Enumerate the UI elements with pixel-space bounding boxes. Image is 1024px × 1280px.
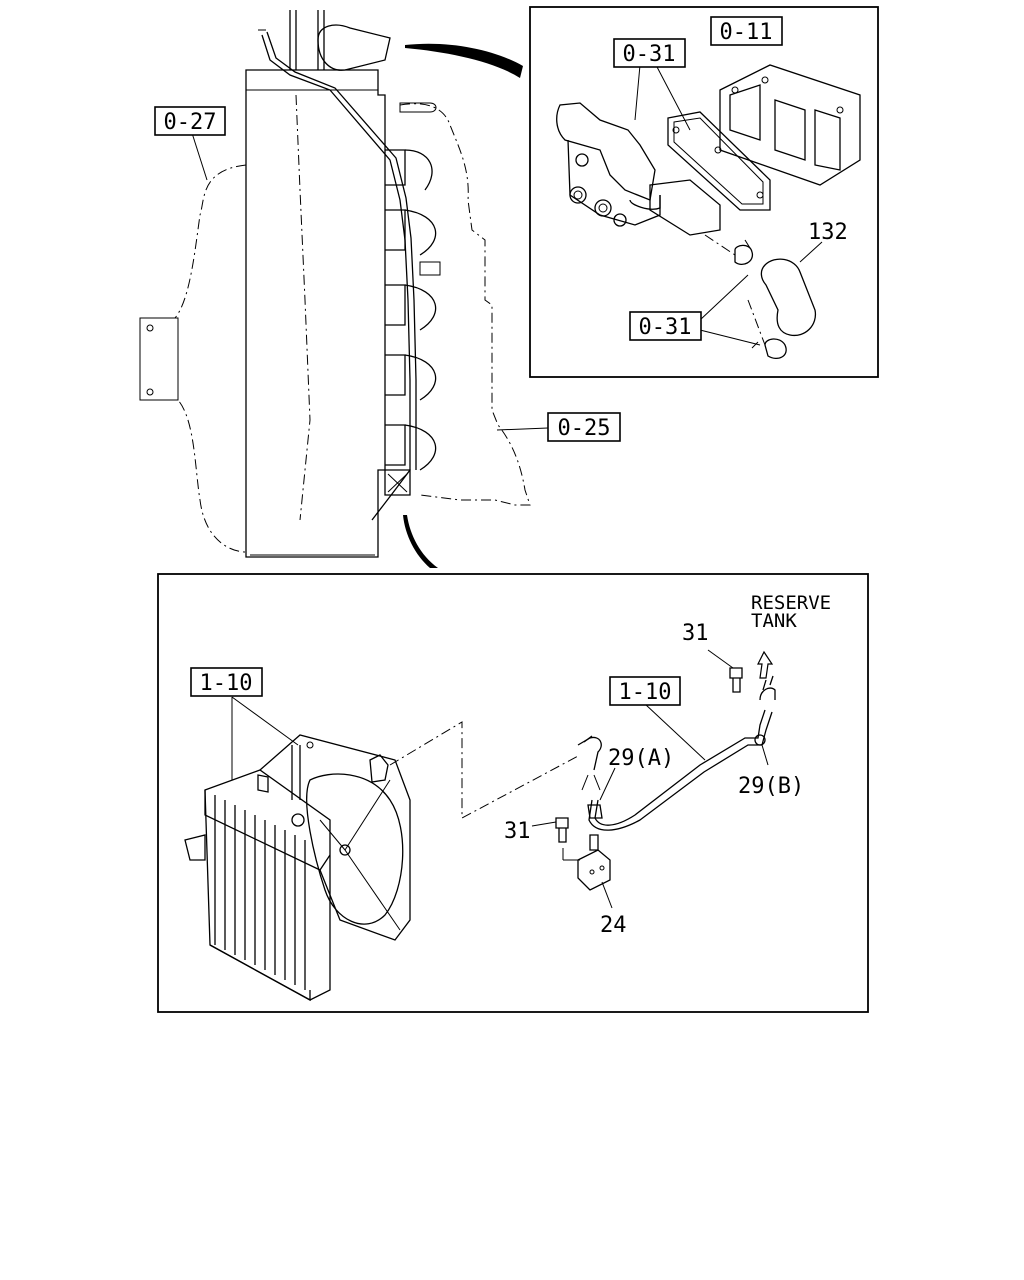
arc-arrow-bottom [403, 515, 438, 568]
ref-box-1-10-right: 1-10 [609, 676, 681, 706]
part-29a-label: 29(A) [608, 746, 674, 771]
reserve-hose-drawing [555, 667, 776, 891]
part-132-label: 132 [808, 220, 848, 245]
ref-1-10-left-label: 1-10 [200, 671, 253, 696]
arc-arrow-top [405, 43, 523, 78]
ref-box-1-10-left: 1-10 [190, 667, 263, 697]
part-31-left-label: 31 [504, 819, 531, 844]
ref-box-0-25: 0-25 [547, 412, 621, 442]
ref-0-31-bottom-label: 0-31 [639, 315, 692, 340]
reserve-tank-label-line2: TANK [751, 610, 797, 632]
radiator-inset-frame [157, 573, 869, 1013]
ref-0-27-label: 0-27 [164, 110, 217, 135]
ref-0-11-label: 0-11 [720, 20, 773, 45]
reserve-tank-arrow-icon [757, 650, 774, 679]
engine-block-drawing [139, 10, 531, 558]
part-24-label: 24 [600, 913, 627, 938]
reserve-tank-label-line1: RESERVE [751, 592, 831, 614]
ref-box-0-27: 0-27 [154, 106, 226, 136]
ref-box-0-11: 0-11 [710, 16, 783, 46]
ref-0-25-label: 0-25 [558, 416, 611, 441]
part-31-top-label: 31 [682, 621, 709, 646]
ref-box-0-31-top: 0-31 [613, 38, 686, 68]
thermostat-inset-frame [529, 6, 879, 378]
ref-1-10-right-label: 1-10 [619, 680, 672, 705]
ref-0-31-top-label: 0-31 [623, 42, 676, 67]
thermostat-housing-drawing [556, 64, 861, 360]
radiator-drawing [184, 734, 411, 1002]
ref-box-0-31-bottom: 0-31 [629, 311, 702, 341]
part-29b-label: 29(B) [738, 774, 804, 799]
